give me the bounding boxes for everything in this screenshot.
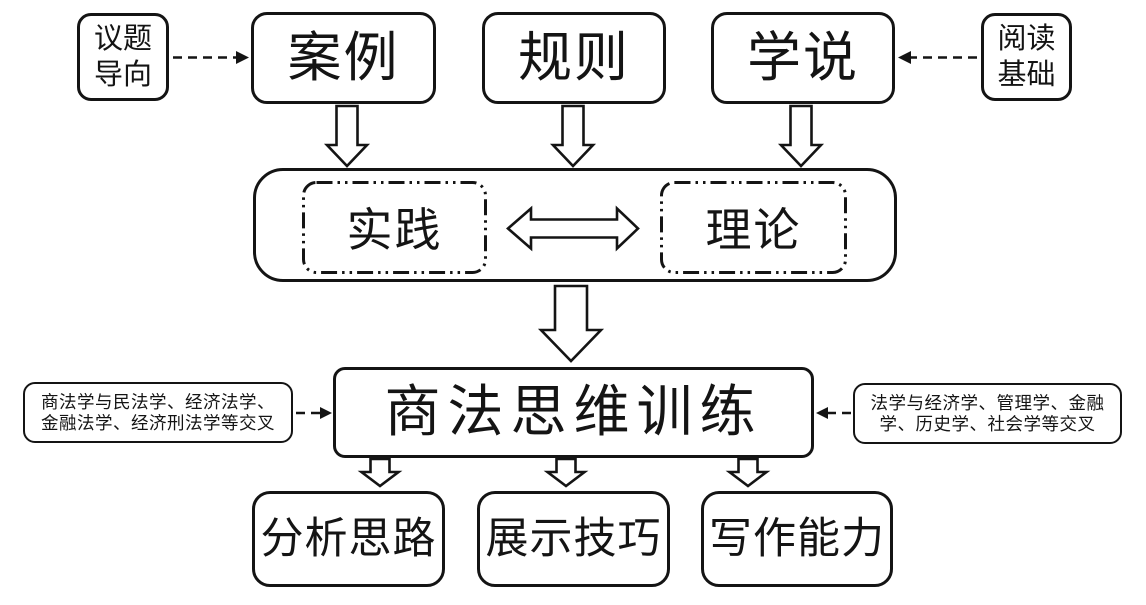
node-theory: 理论 [660, 181, 847, 273]
block-arrow-training-to-analysis [357, 457, 403, 488]
topic-orientation-line1: 议题 [93, 23, 152, 55]
reading-foundation-line2: 基础 [997, 59, 1056, 91]
presentation-label: 展示技巧 [485, 515, 662, 563]
left-note-line2: 金融法学、经济刑法学等交叉 [41, 412, 275, 433]
training-label: 商法思维训练 [384, 381, 763, 444]
block-arrow-doctrine-down [777, 104, 825, 168]
topic-orientation-line2: 导向 [93, 59, 152, 91]
theory-label: 理论 [705, 205, 802, 256]
writing-label: 写作能力 [709, 515, 885, 563]
node-presentation: 展示技巧 [477, 491, 670, 587]
node-writing: 写作能力 [701, 491, 893, 587]
doctrine-label: 学说 [747, 28, 859, 88]
block-arrow-training-to-presentation [543, 457, 589, 488]
node-rules: 规则 [482, 12, 666, 104]
node-practice: 实践 [302, 181, 487, 273]
node-doctrine: 学说 [711, 12, 895, 104]
node-left-note: 商法学与民法学、经济法学、 金融法学、经济刑法学等交叉 [23, 382, 293, 443]
left-note-line1: 商法学与民法学、经济法学、 [41, 391, 275, 412]
block-arrow-container-to-training [537, 284, 605, 363]
node-training: 商法思维训练 [333, 367, 814, 458]
node-reading-foundation: 阅读 基础 [981, 13, 1072, 101]
arrowhead-rightnote-to-training [816, 407, 828, 419]
practice-label: 实践 [346, 205, 443, 256]
arrowhead-topic-to-case [236, 51, 249, 64]
reading-foundation-line1: 阅读 [997, 23, 1056, 55]
right-note-line1: 法学与经济学、管理学、金融 [870, 392, 1105, 413]
right-note-line2: 学、历史学、社会学等交叉 [879, 413, 1096, 434]
analysis-label: 分析思路 [260, 515, 437, 563]
case-label: 案例 [287, 28, 400, 88]
rules-label: 规则 [518, 28, 630, 88]
node-analysis: 分析思路 [252, 491, 445, 587]
arrowhead-leftnote-to-training [320, 407, 332, 419]
block-arrow-training-to-writing [725, 457, 771, 488]
arrowhead-reading-to-doctrine [898, 51, 911, 64]
block-arrow-case-down [323, 104, 371, 168]
node-right-note: 法学与经济学、管理学、金融 学、历史学、社会学等交叉 [853, 383, 1122, 444]
node-case: 案例 [251, 12, 436, 104]
block-arrow-rules-down [549, 104, 597, 168]
node-topic-orientation: 议题 导向 [77, 13, 169, 101]
